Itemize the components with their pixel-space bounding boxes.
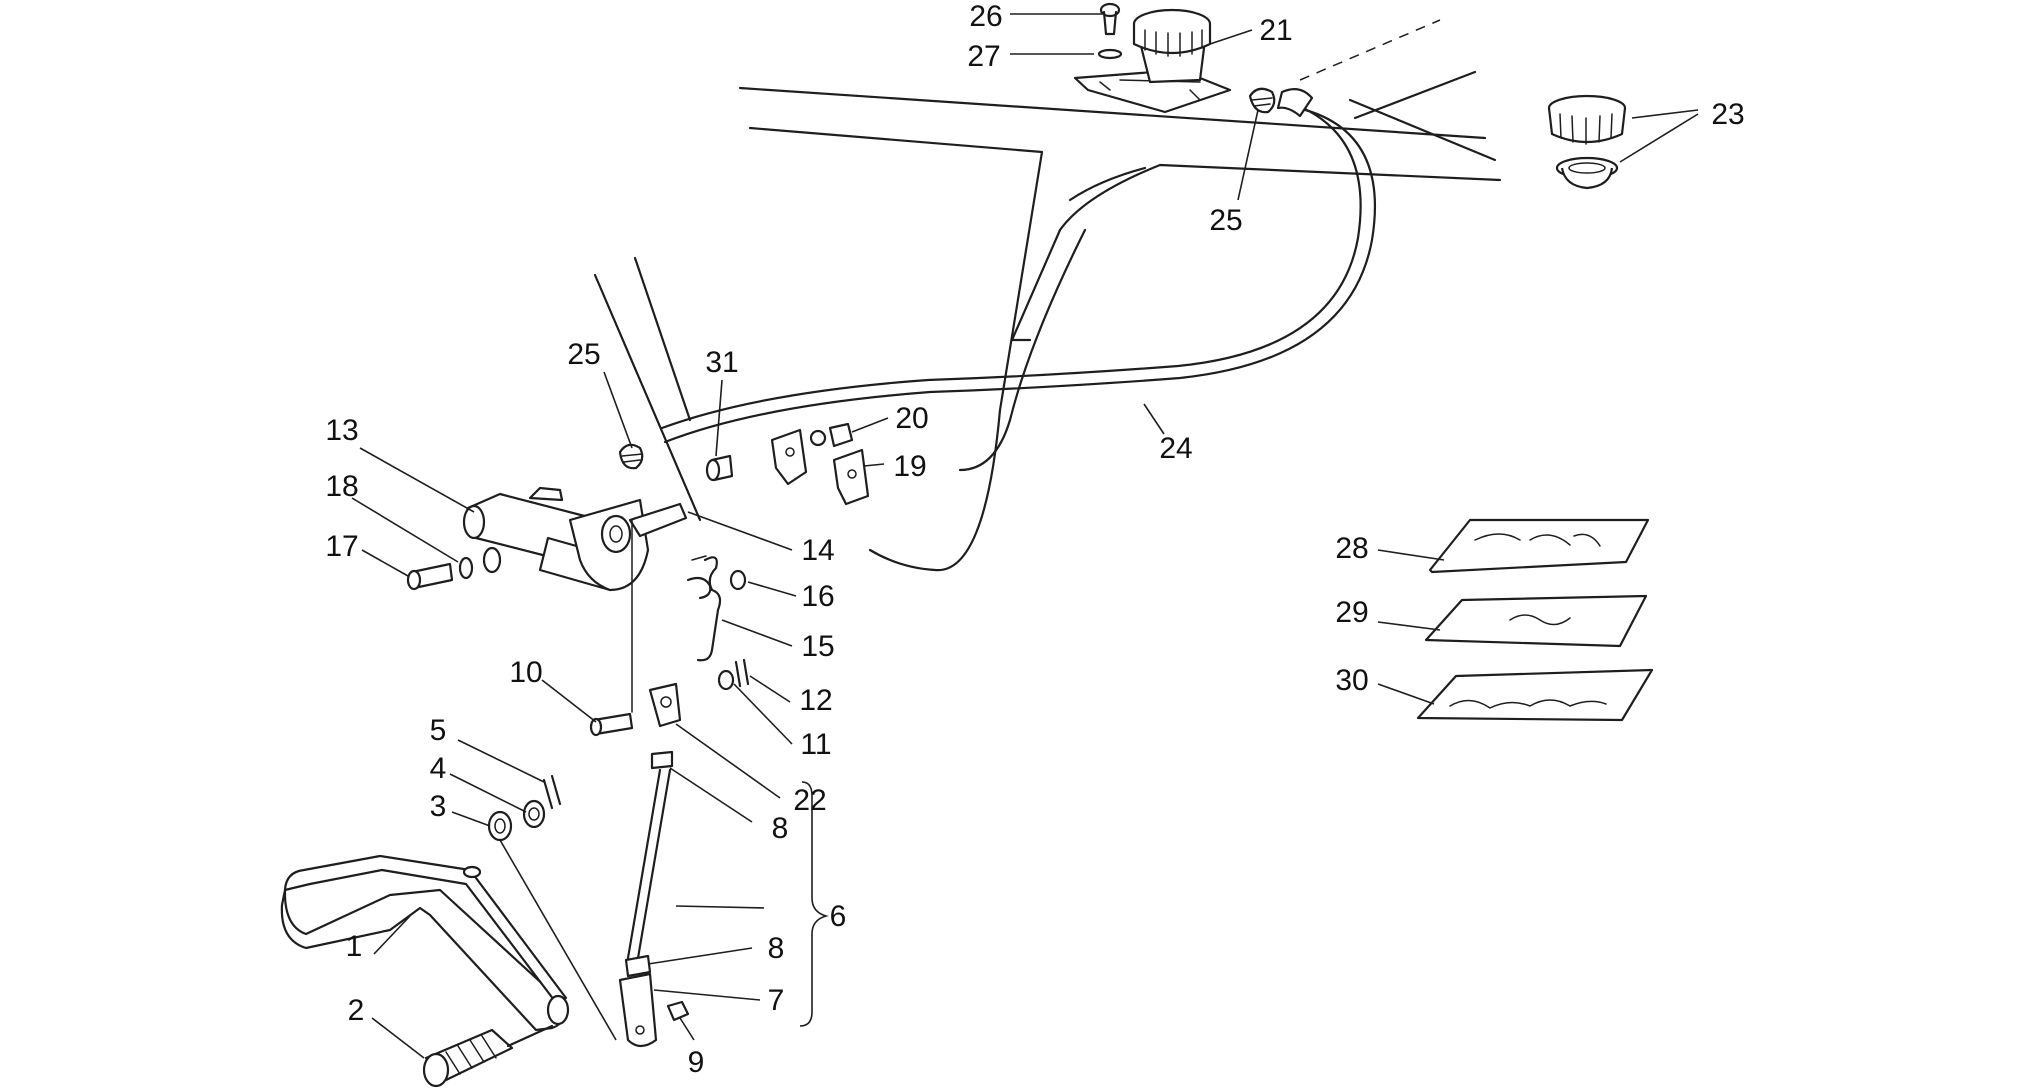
banjo-bolt-17 — [406, 562, 454, 591]
callout-2: 2 — [348, 994, 365, 1027]
spring-15 — [691, 555, 722, 662]
push-rod-assembly-6 — [618, 750, 674, 1048]
decal-kit-29 — [1424, 594, 1648, 648]
callout-7: 7 — [768, 984, 785, 1017]
fluid-reservoir-21 — [1073, 8, 1232, 114]
callout-25-lower: 25 — [567, 338, 600, 371]
callout-4: 4 — [430, 752, 447, 785]
reservoir-cap-23 — [1547, 94, 1627, 190]
callout-5: 5 — [430, 714, 447, 747]
callout-9: 9 — [688, 1046, 705, 1079]
nut-9 — [666, 1000, 690, 1022]
spacer-31 — [705, 454, 734, 482]
callout-30: 30 — [1335, 664, 1368, 697]
clevis-22 — [631, 519, 682, 728]
callout-10: 10 — [509, 656, 542, 689]
hose-clip-25-lower — [618, 443, 644, 470]
callout-24: 24 — [1159, 432, 1192, 465]
callout-17: 17 — [325, 530, 358, 563]
callout-18: 18 — [325, 470, 358, 503]
callout-29: 29 — [1335, 596, 1368, 629]
callout-14: 14 — [801, 534, 834, 567]
screw-26 — [1099, 2, 1121, 36]
callout-3: 3 — [430, 790, 447, 823]
spring-clip-14 — [686, 576, 712, 600]
callout-20: 20 — [895, 402, 928, 435]
nut-washer-20 — [809, 422, 854, 448]
washer-27 — [1097, 48, 1123, 60]
decal-kit-28 — [1428, 518, 1650, 574]
frame-outline — [593, 19, 1502, 572]
decal-kit-30 — [1416, 668, 1654, 722]
leader-lines — [351, 13, 1699, 1059]
callout-25-upper: 25 — [1209, 204, 1242, 237]
callout-11: 11 — [800, 728, 831, 761]
split-pin-12 — [734, 658, 750, 688]
bracket-plates-19 — [770, 428, 870, 506]
pin-10 — [589, 712, 634, 737]
washer-16 — [729, 569, 747, 591]
brake-pedal-1 — [280, 854, 570, 1032]
callout-8-lower: 8 — [768, 932, 785, 965]
callout-31: 31 — [705, 346, 738, 379]
callout-16: 16 — [801, 580, 834, 613]
callout-28: 28 — [1335, 532, 1368, 565]
callout-labels: 1 2 3 4 5 6 7 8 8 9 10 11 12 13 14 15 16… — [325, 0, 1744, 1079]
callout-8-upper: 8 — [772, 812, 789, 845]
hose-clip-25-upper — [1248, 87, 1276, 114]
washer-3 — [487, 810, 513, 842]
callout-27: 27 — [967, 40, 1000, 73]
washer-11 — [717, 669, 735, 691]
washer-18 — [458, 546, 502, 580]
callout-13: 13 — [325, 414, 358, 447]
split-pin-5 — [542, 774, 562, 810]
callout-22: 22 — [793, 784, 826, 817]
callout-15: 15 — [801, 630, 834, 663]
callout-6: 6 — [830, 900, 847, 933]
spring-washer-4 — [522, 799, 546, 829]
callout-21: 21 — [1259, 14, 1292, 47]
callout-12: 12 — [799, 684, 832, 717]
pedal-rubber-2 — [422, 1024, 554, 1088]
brake-hose-24 — [660, 87, 1376, 444]
callout-23: 23 — [1711, 98, 1744, 131]
master-cylinder-13 — [462, 486, 688, 592]
callout-19: 19 — [893, 450, 926, 483]
callout-1: 1 — [346, 930, 363, 963]
callout-26: 26 — [969, 0, 1002, 33]
